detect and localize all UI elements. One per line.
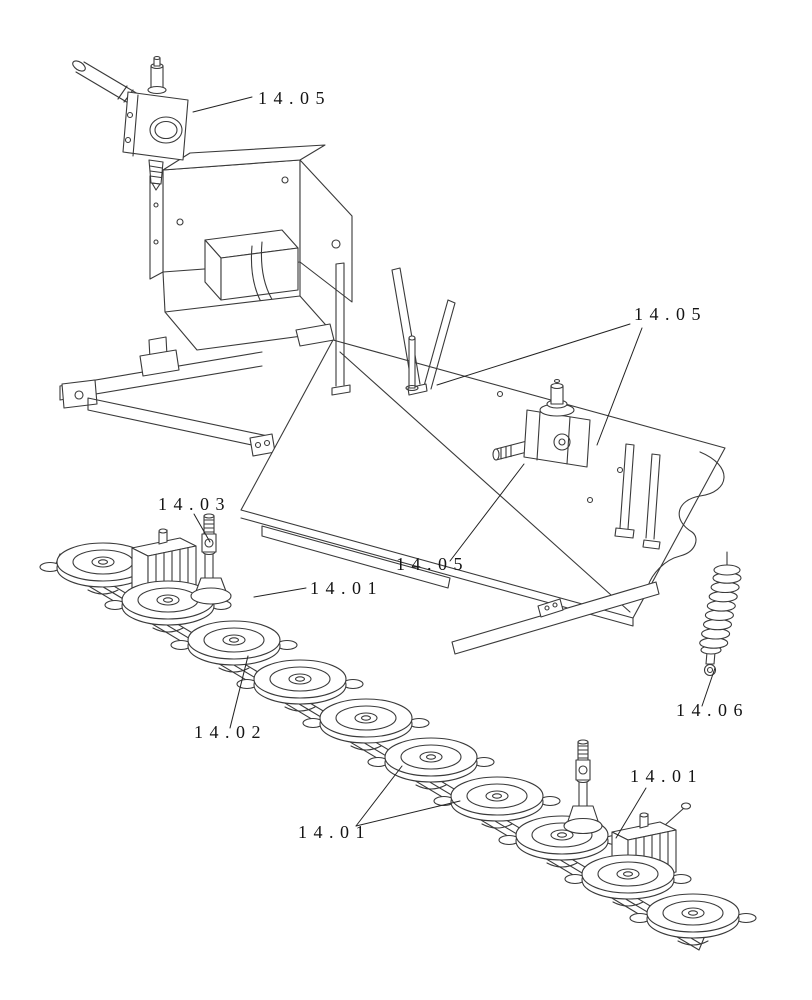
deck-break-line <box>647 451 725 587</box>
rear-skid-bar <box>451 581 660 655</box>
mower-disc-10 <box>629 893 757 946</box>
part-label-spring: 14.06 <box>676 700 749 720</box>
frame-tube-front <box>220 247 299 301</box>
part-label-disc-inner: 14.02 <box>194 722 267 742</box>
part-label-drive-shaft: 14.03 <box>158 494 231 514</box>
deck-gearbox <box>492 378 591 468</box>
frame-right-wing <box>299 159 353 303</box>
frame-left-plate <box>149 169 164 280</box>
hitch-frame <box>149 144 353 351</box>
right-drive-shaft-assembly <box>563 739 603 835</box>
under-deck-bars <box>261 525 660 655</box>
leader-lines <box>192 96 716 839</box>
beam-clamp-bracket <box>139 349 180 377</box>
tension-spring <box>699 551 742 677</box>
drive-shaft-assembly <box>190 513 232 605</box>
part-label-hub-right: 14.01 <box>630 766 703 786</box>
u-joint-yoke <box>575 759 591 781</box>
deck-supports <box>331 262 661 550</box>
u-joint-yoke <box>201 533 217 553</box>
part-labels: 14.05 14.05 14.03 14.01 14.05 14.02 14.0… <box>158 88 749 842</box>
part-label-disc-left: 14.01 <box>310 578 383 598</box>
gearbox-detail <box>72 55 189 191</box>
cutterbar-discs <box>39 513 757 946</box>
part-label-gearbox-mount: 14.05 <box>634 304 707 324</box>
part-label-gearbox-detail: 14.05 <box>258 88 331 108</box>
part-label-deck-gearbox: 14.05 <box>396 554 469 574</box>
splined-stub <box>577 741 589 761</box>
part-label-discs-middle: 14.01 <box>298 822 371 842</box>
gearbox-body <box>523 409 591 468</box>
left-beam-assembly <box>59 336 276 457</box>
splined-stub <box>203 515 215 535</box>
deck-pin <box>408 337 416 389</box>
gearbox-input-shaft <box>75 61 139 105</box>
mower-deck <box>240 339 726 627</box>
